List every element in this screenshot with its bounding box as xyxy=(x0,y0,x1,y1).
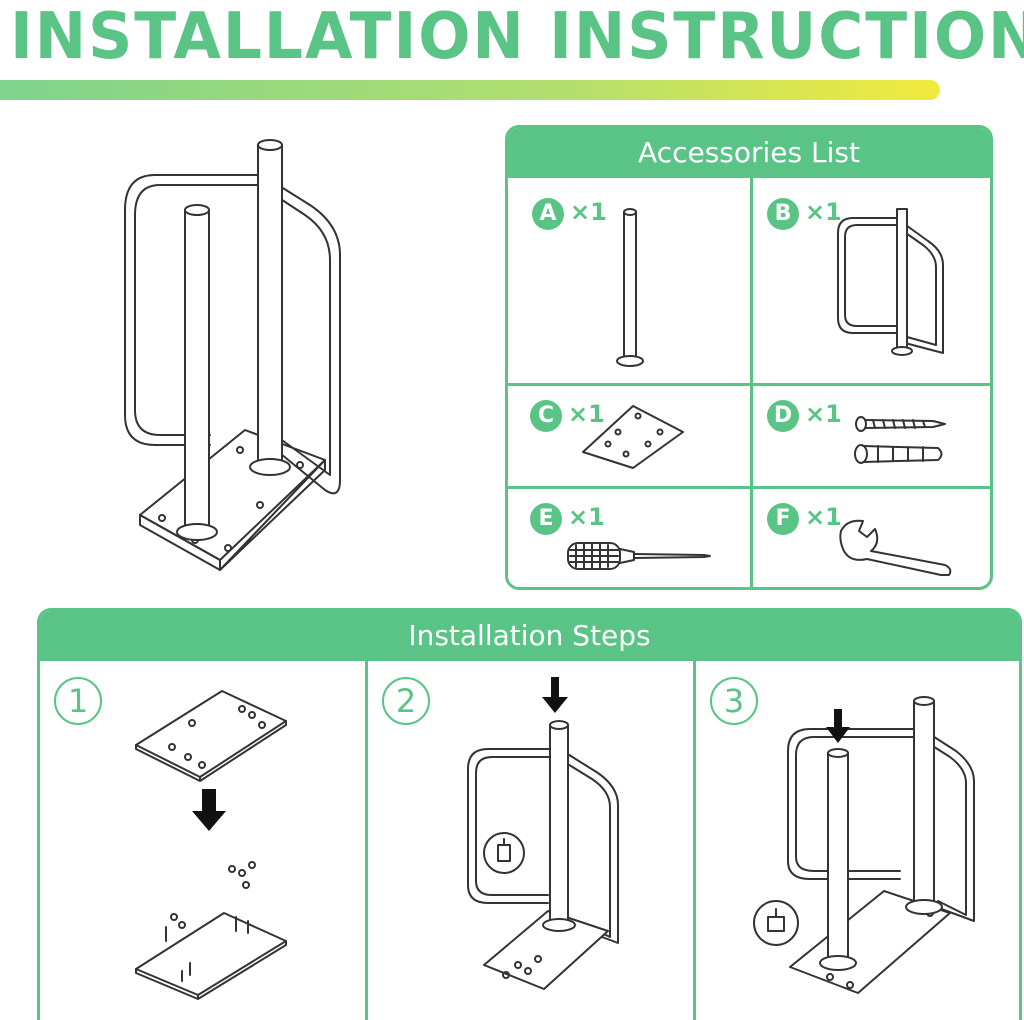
divider xyxy=(750,178,753,587)
accessory-qty: ×1 xyxy=(570,198,607,226)
towel-bar-icon xyxy=(837,208,944,356)
accessory-letter: F xyxy=(767,503,799,535)
step-number: 3 xyxy=(710,677,758,725)
accessory-letter: A xyxy=(532,198,564,230)
accessory-item-a: A ×1 xyxy=(508,178,750,383)
accessory-qty: ×1 xyxy=(568,400,605,428)
divider xyxy=(365,661,368,1020)
title-underline-bar xyxy=(0,80,940,100)
accessory-qty: ×1 xyxy=(805,503,842,531)
accessory-item-d: D ×1 xyxy=(753,386,990,486)
accessories-panel: Accessories List A ×1 B ×1 C ×1 xyxy=(505,125,993,590)
accessory-item-c: C ×1 xyxy=(508,386,750,486)
accessories-heading: Accessories List xyxy=(508,128,990,178)
divider xyxy=(693,661,696,1020)
accessory-letter: D xyxy=(767,400,799,432)
page-title: INSTALLATION INSTRUCTION xyxy=(10,0,1024,74)
divider xyxy=(508,383,990,386)
step-3: 3 xyxy=(696,661,1019,1020)
insert-pole-icon xyxy=(753,696,975,994)
accessory-qty: ×1 xyxy=(805,400,842,428)
insert-bar-icon xyxy=(467,677,619,990)
steps-panel: Installation Steps 1 2 xyxy=(37,608,1022,1020)
screwdriver-icon xyxy=(567,542,711,570)
accessory-letter: C xyxy=(530,400,562,432)
accessory-letter: B xyxy=(767,198,799,230)
accessory-item-b: B ×1 xyxy=(753,178,990,383)
accessory-qty: ×1 xyxy=(568,503,605,531)
wrench-icon xyxy=(839,519,952,576)
divider xyxy=(508,486,990,489)
accessory-qty: ×1 xyxy=(805,198,842,226)
screw-and-anchor-icon xyxy=(854,416,946,464)
step-number: 1 xyxy=(54,677,102,725)
accessory-item-f: F ×1 xyxy=(753,489,990,587)
base-plate-icon xyxy=(582,405,684,469)
accessory-letter: E xyxy=(530,503,562,535)
step-number: 2 xyxy=(382,677,430,725)
steps-heading: Installation Steps xyxy=(40,611,1019,661)
step-2: 2 xyxy=(368,661,693,1020)
assembled-stand-icon xyxy=(124,139,341,571)
pole-icon xyxy=(616,208,644,367)
accessory-item-e: E ×1 xyxy=(508,489,750,587)
step-1: 1 xyxy=(40,661,365,1020)
attach-plate-icon xyxy=(135,690,287,1000)
